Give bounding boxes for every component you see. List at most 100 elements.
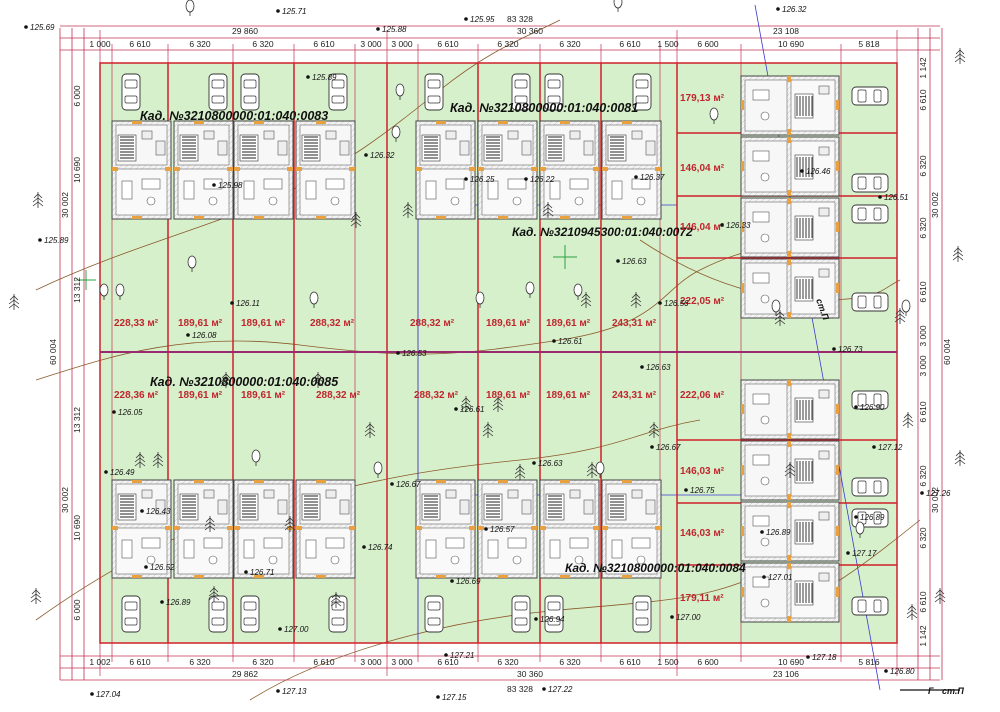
dimension-top-segment: 1 000	[89, 39, 111, 49]
street-label: Г	[928, 686, 934, 696]
elevation-point	[854, 515, 858, 519]
dimension-top-total: 23 108	[773, 26, 799, 36]
elevation-mark: 125.71	[282, 7, 306, 16]
elevation-point	[884, 669, 888, 673]
plot-area-label: 228,33 м²	[114, 318, 159, 329]
plot-area-label: 189,61 м²	[178, 318, 223, 329]
elevation-point	[364, 153, 368, 157]
elevation-point	[450, 579, 454, 583]
elevation-point	[230, 301, 234, 305]
elevation-point	[464, 17, 468, 21]
elevation-point	[276, 9, 280, 13]
dimension-top-segment: 10 690	[778, 39, 804, 49]
elevation-point	[24, 25, 28, 29]
dimension-right-segment: 3 000	[918, 355, 928, 377]
plot-area-label: 189,61 м²	[241, 390, 286, 401]
elevation-point	[634, 175, 638, 179]
dimension-bottom-segment: 6 320	[189, 657, 211, 667]
plot-area-label: 189,61 м²	[486, 390, 531, 401]
elevation-mark: 127.22	[548, 685, 573, 694]
elevation-point	[276, 689, 280, 693]
elevation-mark: 126.49	[110, 468, 135, 477]
plot-area-label: 222,05 м²	[680, 296, 725, 307]
elevation-point	[650, 445, 654, 449]
elevation-mark: 126.11	[236, 299, 260, 308]
elevation-point	[38, 238, 42, 242]
elevation-point	[278, 627, 282, 631]
dimension-right-segment: 3 000	[918, 325, 928, 347]
dimension-top-total: 30 360	[517, 26, 543, 36]
plot-area-label: 179,13 м²	[680, 93, 725, 104]
elevation-mark: 127.12	[878, 443, 903, 452]
cadastral-label: Кад. №3210800000:01:040:0085	[150, 375, 339, 389]
elevation-mark: 126.61	[460, 405, 484, 414]
elevation-mark: 125.98	[218, 181, 243, 190]
elevation-point	[376, 27, 380, 31]
dimension-right-total: 30 002	[930, 192, 940, 218]
elevation-mark: 125.89	[44, 236, 69, 245]
dimension-right-segment: 6 610	[918, 89, 928, 111]
dimension-top-segment: 6 320	[252, 39, 274, 49]
elevation-mark: 126.73	[838, 345, 863, 354]
dimension-bottom-segment: 3 000	[391, 657, 413, 667]
dimension-right-segment: 6 320	[918, 217, 928, 239]
plot-area-label: 146,04 м²	[680, 222, 725, 233]
elevation-mark: 126.80	[890, 667, 915, 676]
dimension-left-segment: 13 312	[72, 277, 82, 303]
survey-markers	[76, 245, 577, 290]
plot-area-label: 189,61 м²	[546, 390, 591, 401]
dimension-top-segment: 6 610	[313, 39, 335, 49]
dimension-right-segment: 6 320	[918, 465, 928, 487]
dimension-top-overall: 83 328	[507, 14, 533, 24]
elevation-point	[244, 570, 248, 574]
elevation-point	[720, 223, 724, 227]
dimension-bottom-segment: 6 320	[252, 657, 274, 667]
elevation-mark: 126.52	[150, 563, 175, 572]
elevation-mark: 126.74	[368, 543, 393, 552]
elevation-point	[306, 75, 310, 79]
street-label: ст.П	[942, 686, 964, 696]
elevation-mark: 125.88	[382, 25, 407, 34]
elevation-mark: 126.63	[622, 257, 647, 266]
elevation-mark: 126.05	[118, 408, 143, 417]
elevation-mark: 127.26	[926, 489, 951, 498]
dimension-bottom-segment: 6 320	[497, 657, 519, 667]
elevation-mark: 126.53	[402, 349, 427, 358]
elevation-mark: 125.89	[312, 73, 337, 82]
dimension-top-segment: 6 610	[437, 39, 459, 49]
plot-area-label: 189,61 м²	[486, 318, 531, 329]
elevation-mark: 126.32	[370, 151, 395, 160]
elevation-point	[436, 695, 440, 699]
dimension-left-segment: 6 000	[72, 85, 82, 107]
plot-area-label: 189,61 м²	[241, 318, 286, 329]
elevation-mark: 127.21	[450, 651, 474, 660]
elevation-mark: 127.17	[852, 549, 877, 558]
dimension-frame	[59, 25, 943, 681]
elevation-point	[920, 491, 924, 495]
dimension-left-segment: 6 000	[72, 599, 82, 621]
elevation-mark: 126.46	[806, 167, 831, 176]
dimension-bottom-overall: 83 328	[507, 684, 533, 694]
elevation-mark: 126.51	[884, 193, 908, 202]
elevation-point	[854, 405, 858, 409]
dimension-top-segment: 5 818	[858, 39, 880, 49]
dimension-left-segment: 10 690	[72, 515, 82, 541]
dimension-left-total: 30 002	[60, 487, 70, 513]
elevation-mark: 127.15	[442, 693, 467, 702]
elevation-mark: 126.63	[646, 363, 671, 372]
dimension-right-segment: 1 142	[918, 57, 928, 79]
dimension-top-segment: 1 500	[657, 39, 679, 49]
elevation-mark: 126.43	[146, 507, 171, 516]
dimension-right-segment: 6 320	[918, 155, 928, 177]
elevation-point	[684, 488, 688, 492]
elevation-point	[362, 545, 366, 549]
plot-area-label: 243,31 м²	[612, 390, 657, 401]
elevation-point	[760, 530, 764, 534]
dimension-top-segment: 6 600	[697, 39, 719, 49]
elevation-mark: 126.22	[530, 175, 555, 184]
elevation-point	[464, 177, 468, 181]
elevation-point	[806, 655, 810, 659]
dimension-bottom-segment: 3 000	[360, 657, 382, 667]
elevation-point	[542, 687, 546, 691]
